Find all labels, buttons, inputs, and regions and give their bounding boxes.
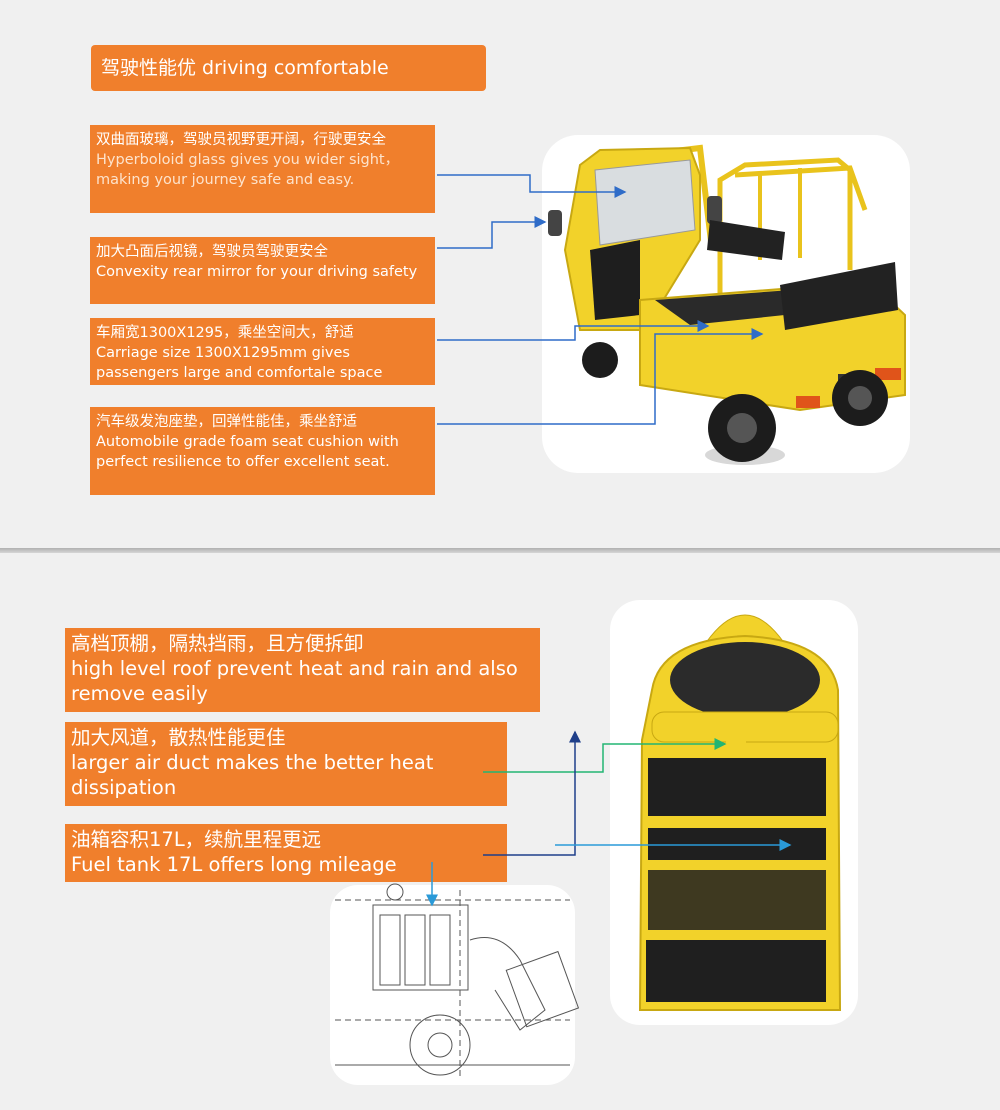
feature-en-text: Convexity rear mirror for your driving s… xyxy=(96,264,418,280)
feature-box-rear-mirror: 加大凸面后视镜，驾驶员驾驶更安全 Convexity rear mirror f… xyxy=(90,237,435,304)
feature-zh-text: 油箱容积17L，续航里程更远 xyxy=(71,828,322,851)
feature-zh-text: 汽车级发泡座垫，回弹性能佳，乘坐舒适 xyxy=(96,414,357,430)
feature-en-text: Fuel tank 17L offers long mileage xyxy=(71,853,397,876)
feature-box-air-duct: 加大风道，散热性能更佳 larger air duct makes the be… xyxy=(65,722,507,806)
feature-en-text: Automobile grade foam seat cushion with … xyxy=(96,434,399,470)
feature-en-text: high level roof prevent heat and rain an… xyxy=(71,657,518,705)
section-divider xyxy=(0,548,1000,553)
engine-drawing-panel xyxy=(330,885,575,1085)
feature-box-foam-seat: 汽车级发泡座垫，回弹性能佳，乘坐舒适 Automobile grade foam… xyxy=(90,407,435,495)
feature-en-text: Carriage size 1300X1295mm gives passenge… xyxy=(96,345,383,381)
feature-en-text: larger air duct makes the better heat di… xyxy=(71,751,434,799)
feature-zh-text: 加大凸面后视镜，驾驶员驾驶更安全 xyxy=(96,244,328,260)
feature-box-fuel-tank: 油箱容积17L，续航里程更远 Fuel tank 17L offers long… xyxy=(65,824,507,882)
feature-box-carriage-size: 车厢宽1300X1295，乘坐空间大，舒适 Carriage size 1300… xyxy=(90,318,435,385)
feature-box-hyperboloid-glass: 双曲面玻璃，驾驶员视野更开阔，行驶更安全 Hyperboloid glass g… xyxy=(90,125,435,213)
feature-box-roof: 高档顶棚，隔热挡雨，且方便拆卸 high level roof prevent … xyxy=(65,628,540,712)
feature-en-text: Hyperboloid glass gives you wider sight，… xyxy=(96,152,400,188)
section-title: 驾驶性能优 driving comfortable xyxy=(91,45,486,91)
feature-zh-text: 高档顶棚，隔热挡雨，且方便拆卸 xyxy=(71,632,364,655)
feature-zh-text: 双曲面玻璃，驾驶员视野更开阔，行驶更安全 xyxy=(96,132,386,148)
feature-zh-text: 加大风道，散热性能更佳 xyxy=(71,726,286,749)
feature-zh-text: 车厢宽1300X1295，乘坐空间大，舒适 xyxy=(96,325,354,341)
